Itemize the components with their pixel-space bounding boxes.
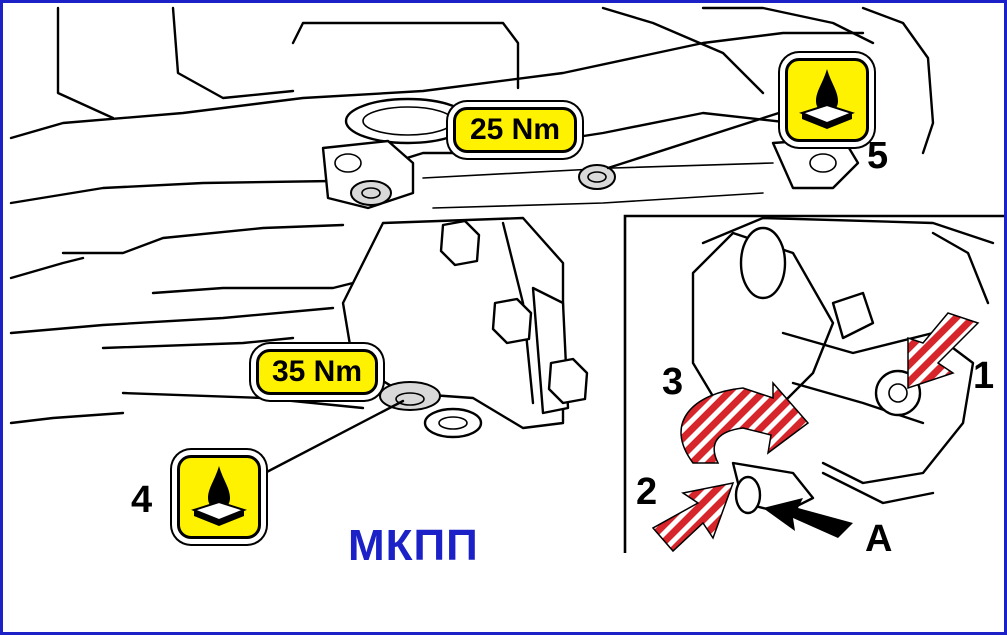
leader-line-5 (606, 109, 787, 170)
transmission-mount-drawing (9, 6, 1004, 553)
callout-A: A (865, 518, 893, 560)
gearbox-housing (9, 6, 935, 439)
callout-1: 1 (973, 355, 995, 397)
inset-border (623, 214, 1004, 553)
red-arrow-2 (651, 482, 735, 553)
torque-label-35nm: 35 Nm (256, 349, 378, 395)
torque-label-25nm: 25 Nm (453, 107, 577, 153)
callout-2: 2 (636, 471, 658, 513)
red-arrow-3 (680, 381, 810, 464)
red-arrow-1 (907, 312, 980, 390)
caption-transmission-type: МКПП (348, 521, 479, 570)
oil-drop-sealant-icon-4 (177, 455, 261, 539)
callout-4: 4 (131, 479, 153, 521)
inset-shift-linkage (691, 216, 995, 515)
leader-line-4 (259, 399, 405, 477)
callout-5: 5 (867, 135, 889, 177)
callout-3: 3 (662, 361, 684, 403)
oil-drop-sealant-icon-5 (785, 58, 869, 142)
black-arrow-A (763, 498, 853, 538)
